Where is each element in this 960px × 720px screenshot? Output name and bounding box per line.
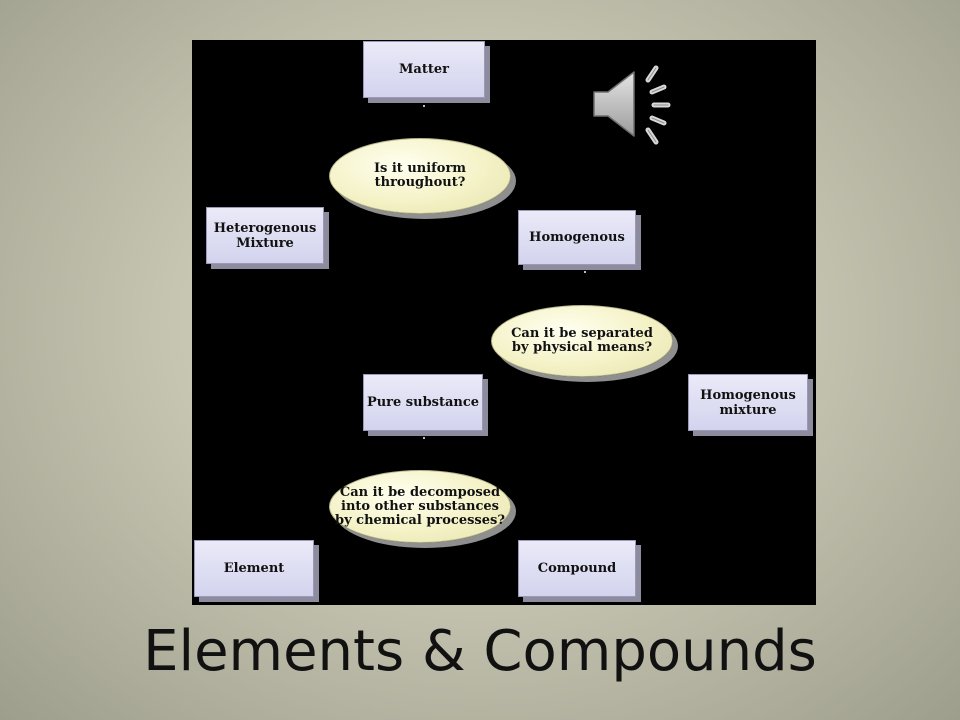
question-decomposed: Can it be decomposed into other substanc… [329,470,511,543]
node-element: Element [194,540,314,597]
node-homogenous-mixture: Homogenous mixture [688,374,808,431]
node-pure-substance: Pure substance [363,374,483,431]
matter-classification-diagram: Matter Is it uniform throughout? Heterog… [192,40,816,605]
connector-dot [423,105,425,107]
question-uniform: Is it uniform throughout? [329,138,511,214]
node-heterogenous-mixture: Heterogenous Mixture [206,207,324,264]
speaker-volume-icon[interactable] [588,62,678,148]
node-homogenous: Homogenous [518,210,636,265]
node-compound: Compound [518,540,636,597]
node-matter: Matter [363,41,485,98]
slide-title: Elements & Compounds [143,619,817,684]
question-separated: Can it be separated by physical means? [491,305,673,377]
connector-dot [423,437,425,439]
connector-dot [584,271,586,273]
